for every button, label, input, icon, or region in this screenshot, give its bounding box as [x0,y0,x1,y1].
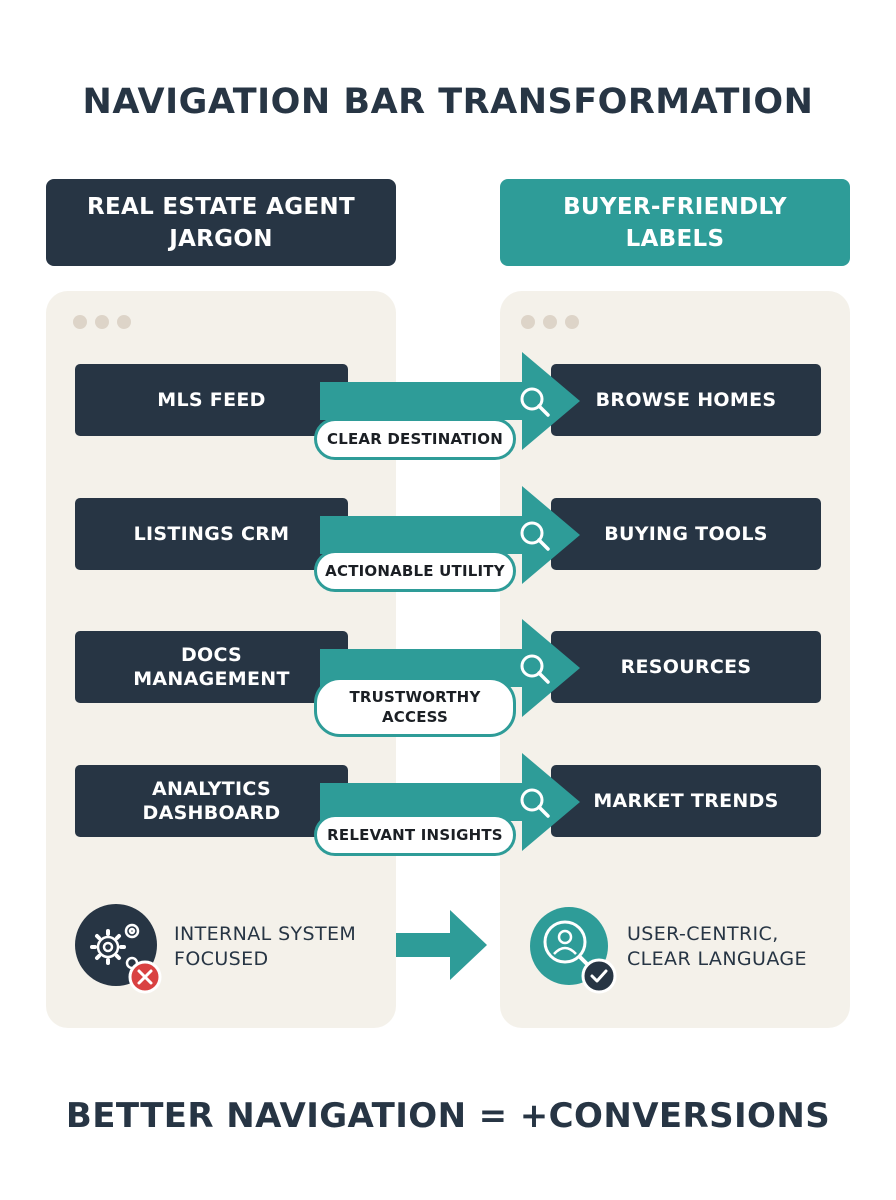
friendly-label: BUYING TOOLS [604,523,768,545]
transform-arrow [320,753,580,851]
jargon-nav-item-listings-crm[interactable]: LISTINGS CRM [75,498,348,570]
x-error-icon [128,960,162,994]
window-dot-icon [95,315,109,329]
friendly-nav-item-browse-homes[interactable]: BROWSE HOMES [551,364,821,436]
window-dot-icon [543,315,557,329]
magnifier-icon [520,788,550,818]
jargon-label: LISTINGS CRM [133,523,290,545]
window-dot-icon [73,315,87,329]
friendly-nav-item-buying-tools[interactable]: BUYING TOOLS [551,498,821,570]
friendly-nav-item-resources[interactable]: RESOURCES [551,631,821,703]
benefit-pill: TRUSTWORTHY ACCESS [314,677,516,737]
checkmark-icon [581,958,617,994]
window-dot-icon [565,315,579,329]
jargon-nav-item-docs-management[interactable]: DOCS MANAGEMENT [75,631,348,703]
right-summary-text: USER-CENTRIC, CLEAR LANGUAGE [627,923,807,970]
jargon-nav-item-mls-feed[interactable]: MLS FEED [75,364,348,436]
magnifier-icon [520,521,550,551]
benefit-pill: RELEVANT INSIGHTS [314,814,516,856]
left-summary-text: INTERNAL SYSTEM FOCUSED [174,923,357,970]
window-dot-icon [521,315,535,329]
transform-arrow [320,352,580,450]
left-window-dots [73,315,131,329]
benefit-pill: ACTIONABLE UTILITY [314,550,516,592]
arrow-shape [320,619,580,717]
transform-arrow [320,486,580,584]
right-column-header: BUYER-FRIENDLY LABELS [500,179,850,266]
jargon-label: MLS FEED [157,389,266,411]
right-window-dots [521,315,579,329]
footer-title: BETTER NAVIGATION = +CONVERSIONS [65,1096,831,1136]
summary-arrow [396,910,487,980]
benefit-pill: CLEAR DESTINATION [314,418,516,460]
window-dot-icon [117,315,131,329]
main-title: NAVIGATION BAR TRANSFORMATION [82,82,814,122]
transform-arrow [320,619,580,717]
jargon-label: ANALYTICS DASHBOARD [142,778,281,824]
magnifier-icon [520,654,550,684]
friendly-label: RESOURCES [620,656,752,678]
arrow-shape [320,352,580,450]
friendly-label: MARKET TRENDS [593,790,779,812]
left-column-header: REAL ESTATE AGENT JARGON [46,179,396,266]
friendly-label: BROWSE HOMES [595,389,777,411]
friendly-nav-item-market-trends[interactable]: MARKET TRENDS [551,765,821,837]
arrow-shape [320,486,580,584]
magnifier-icon [520,387,550,417]
jargon-nav-item-analytics-dashboard[interactable]: ANALYTICS DASHBOARD [75,765,348,837]
arrow-shape [320,753,580,851]
jargon-label: DOCS MANAGEMENT [133,644,290,690]
